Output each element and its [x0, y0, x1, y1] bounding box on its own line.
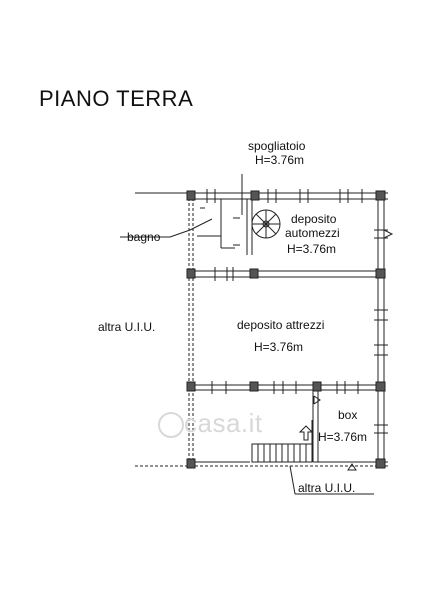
bottom-neighbor-label: altra U.I.U. [298, 481, 356, 495]
deposito-automezzi-label-line1: deposito [291, 212, 337, 226]
box-height: H=3.76m [318, 430, 368, 444]
watermark-text: casa.it [184, 408, 263, 438]
pillars [186, 190, 386, 469]
straight-staircase [251, 420, 314, 463]
bagno-label: bagno [127, 230, 161, 244]
spiral-staircase [251, 209, 281, 239]
outer-walls [135, 192, 388, 467]
page-title: PIANO TERRA [39, 86, 194, 111]
box-label: box [338, 408, 358, 422]
left-neighbor-label: altra U.I.U. [98, 320, 156, 334]
door-markers [313, 229, 394, 471]
deposito-automezzi-height: H=3.76m [287, 242, 337, 256]
spogliatoio-label: spogliatoio [248, 139, 306, 153]
spogliatoio-height: H=3.76m [255, 153, 305, 167]
deposito-automezzi-label-line2: automezzi [285, 226, 340, 240]
window-ticks [200, 189, 388, 434]
leader-lines [120, 174, 374, 495]
deposito-attrezzi-height: H=3.76m [254, 340, 304, 354]
deposito-attrezzi-label: deposito attrezzi [237, 318, 325, 332]
watermark-logo-icon [158, 412, 184, 438]
